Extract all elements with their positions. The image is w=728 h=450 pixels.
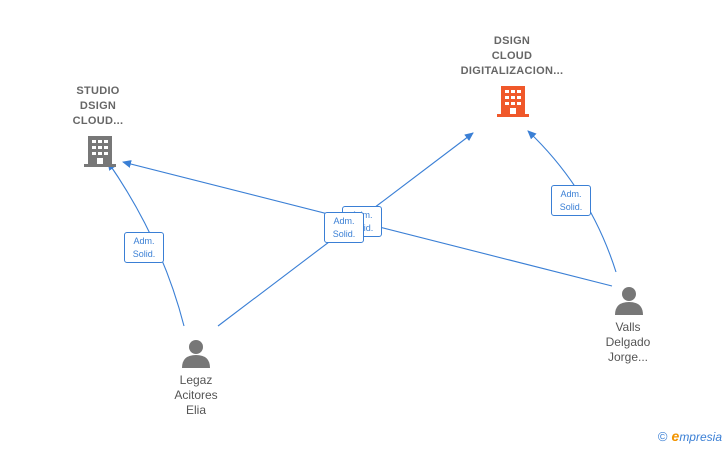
relation-badge[interactable]: Adm. Solid.	[324, 212, 364, 243]
person-label-legaz[interactable]: Legaz Acitores Elia	[174, 373, 218, 417]
company-label-studio[interactable]: STUDIO DSIGN CLOUD...	[72, 85, 124, 127]
relation-role: Adm.	[560, 189, 582, 199]
person-icon[interactable]	[614, 285, 644, 315]
building-icon[interactable]	[84, 134, 116, 168]
brand-logo-e: e	[671, 428, 680, 444]
relation-role: Solid.	[332, 229, 356, 239]
relation-role: Solid.	[559, 202, 583, 212]
company-label-dsign[interactable]: DSIGN CLOUD DIGITALIZACION...	[460, 35, 564, 77]
relation-badge[interactable]: Adm. Solid.	[124, 232, 164, 263]
footer-brand: ©empresia	[658, 428, 722, 444]
relation-role: Adm.	[133, 236, 155, 246]
person-label-valls[interactable]: Valls Delgado Jorge...	[605, 320, 651, 364]
building-icon[interactable]	[497, 84, 529, 118]
copyright-symbol: ©	[657, 429, 668, 444]
brand-name: mpresia	[679, 430, 722, 444]
person-icon[interactable]	[181, 338, 211, 368]
relation-role: Adm.	[333, 216, 355, 226]
relation-badge[interactable]: Adm. Solid.	[551, 185, 591, 216]
relation-role: Solid.	[132, 249, 156, 259]
